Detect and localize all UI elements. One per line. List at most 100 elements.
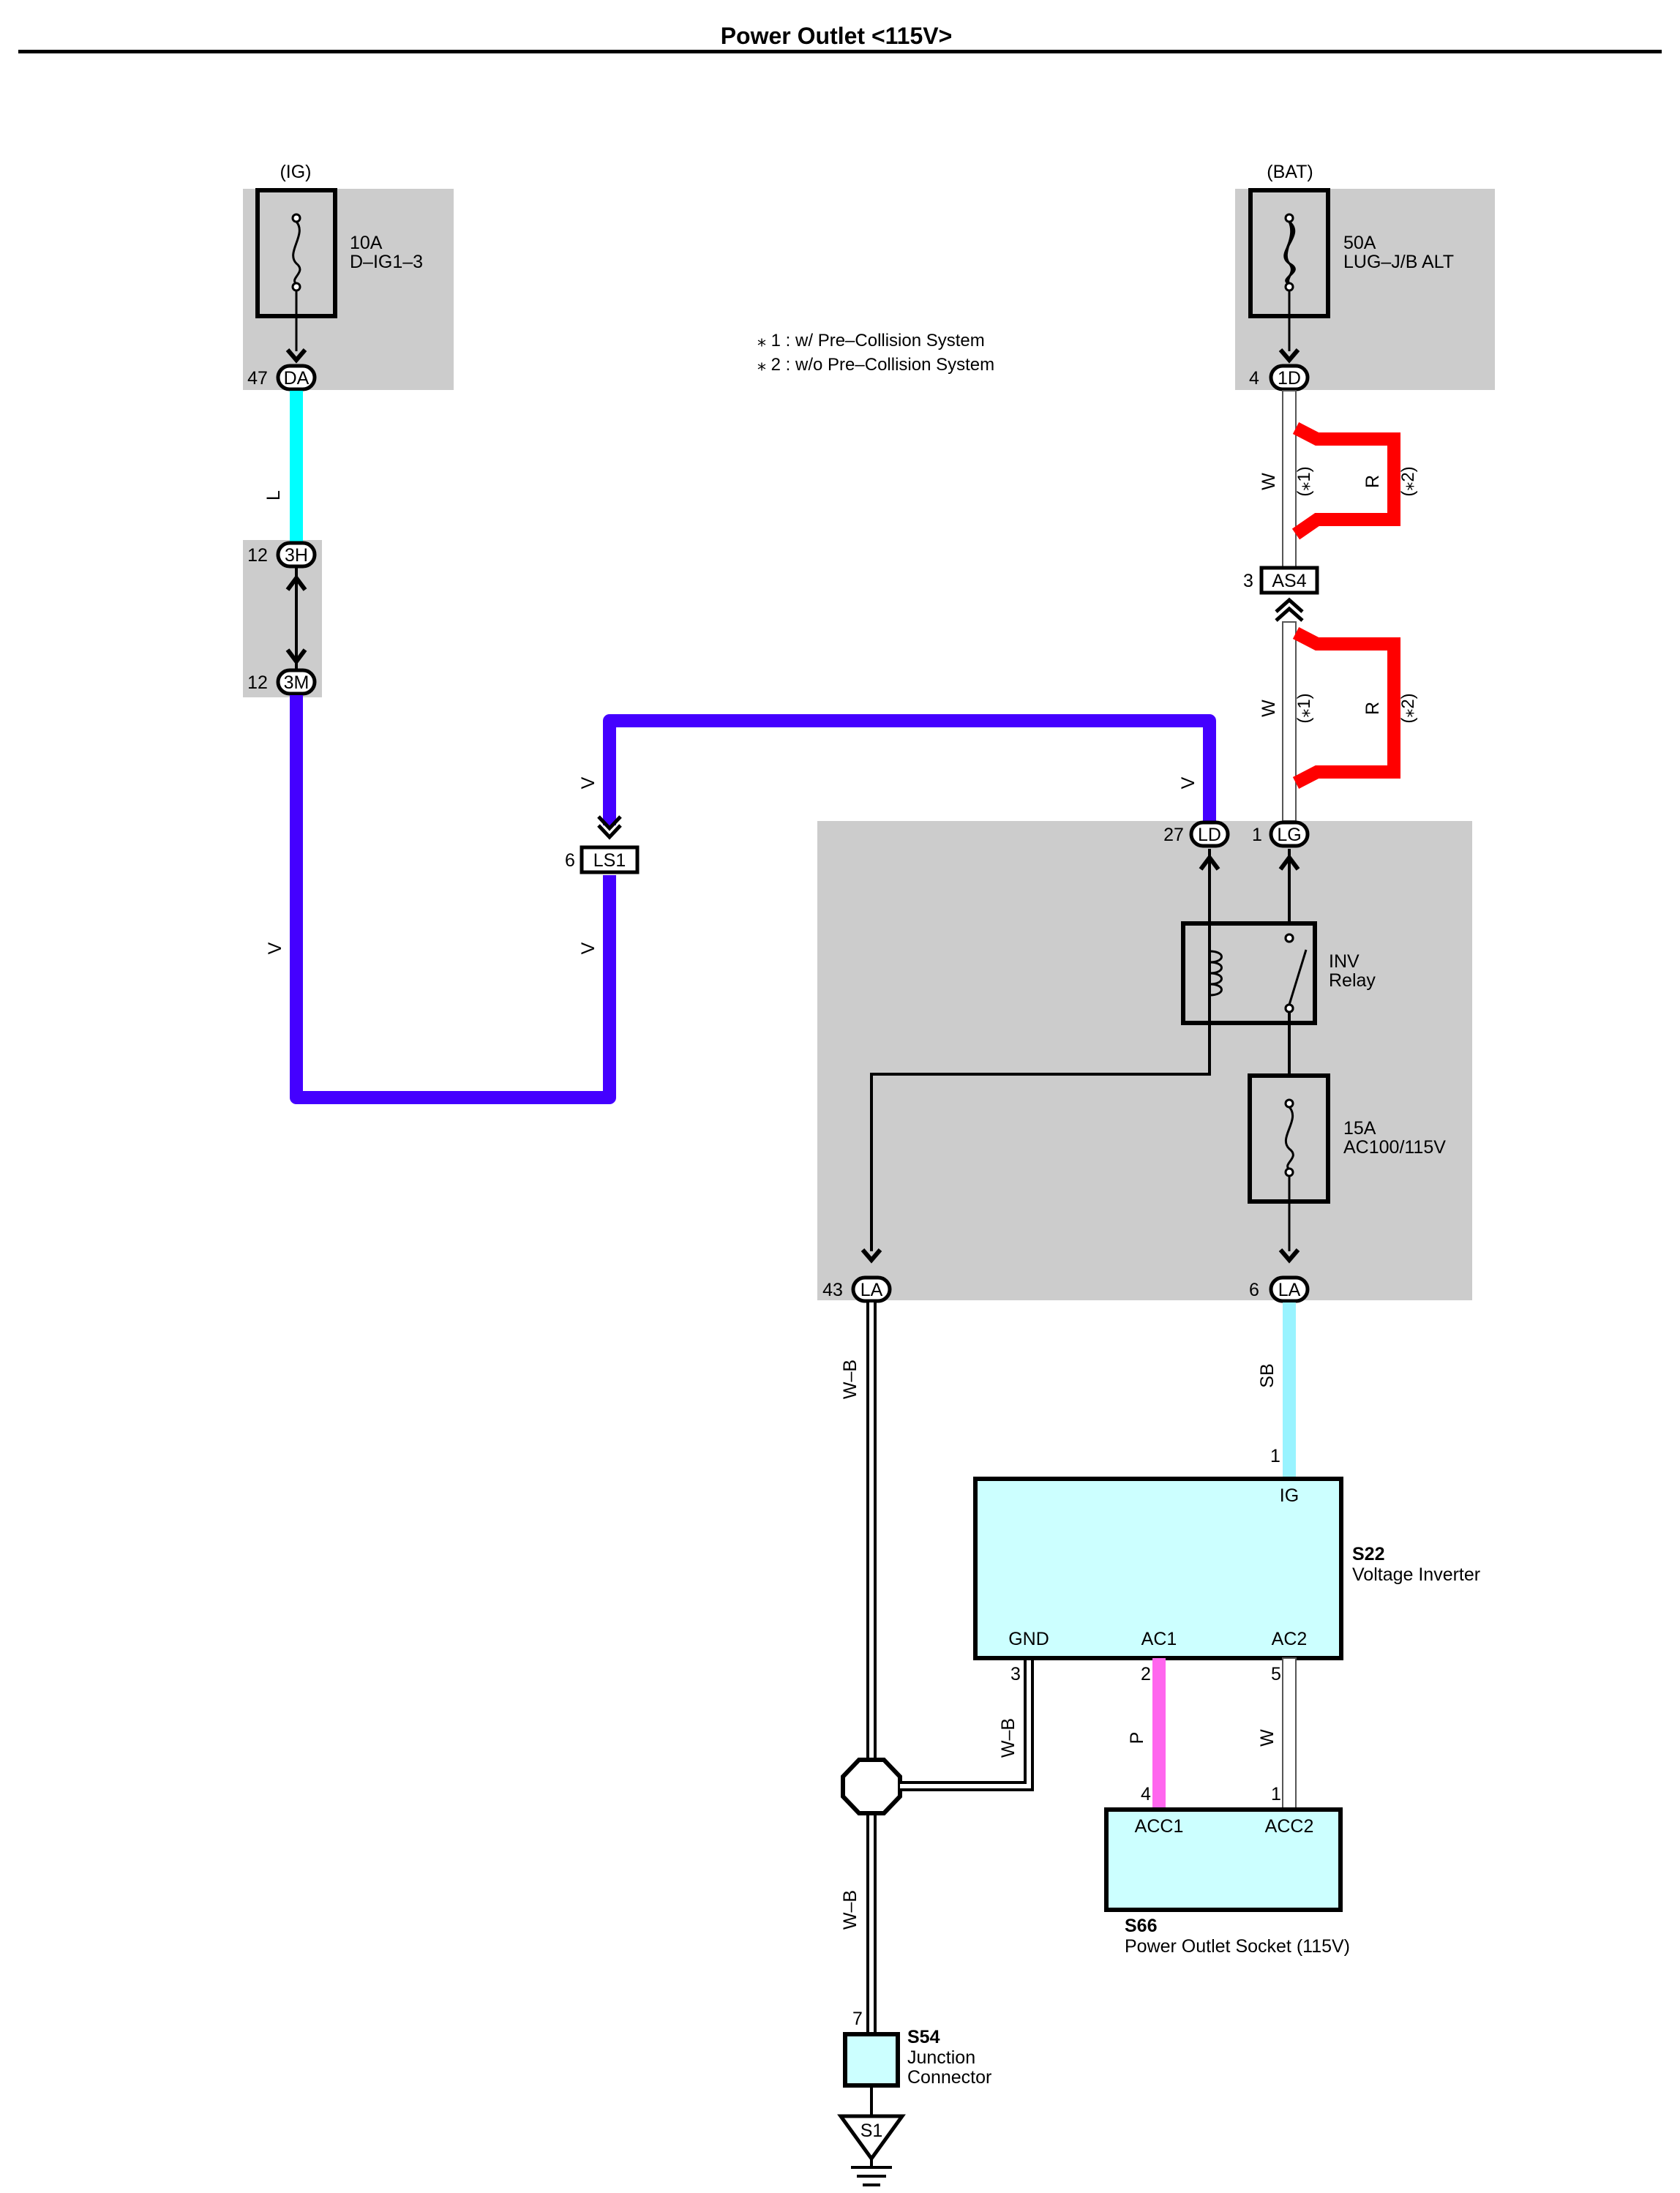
wire-w-acc2 (1282, 1657, 1297, 1812)
svg-text:LG: LG (1277, 825, 1301, 845)
svg-text:3H: 3H (285, 545, 308, 566)
s22-ac2-label: AC2 (1272, 1629, 1308, 1649)
s54-junction-connector (843, 2032, 900, 2088)
bat-source-label: (BAT) (1267, 162, 1313, 182)
svg-text:LS1: LS1 (593, 850, 626, 871)
connector-as4: AS4 3 (1243, 566, 1319, 622)
connector-ld-pin: 27 (1163, 825, 1184, 845)
arrow-up-3h (285, 574, 307, 591)
connector-la-43-pin: 43 (822, 1280, 843, 1300)
s22-gnd-label: GND (1008, 1629, 1049, 1649)
note-1: ⁎ 1 : w/ Pre–Collision System (757, 331, 985, 350)
s22-name: Voltage Inverter (1352, 1564, 1480, 1585)
wire-v-upper (603, 714, 1216, 825)
fuse-10a-amp: 10A (350, 233, 383, 253)
wire-r-label-2: R (1362, 702, 1383, 715)
connector-lg: LG 1 (1252, 820, 1310, 871)
fuse-50a-name: LUG–J/B ALT (1343, 252, 1454, 272)
ig-fuse-area (243, 189, 454, 390)
s54-label-1: Junction (907, 2047, 975, 2068)
connector-la-6-pin: 6 (1249, 1280, 1259, 1300)
svg-text:AS4: AS4 (1272, 571, 1306, 591)
fuse-10a-symbol (291, 213, 301, 351)
s22-ac2-pin: 5 (1271, 1664, 1281, 1684)
s66-name: Power Outlet Socket (115V) (1125, 1936, 1350, 1957)
connector-ld: LD 27 (1163, 820, 1230, 871)
wire-v-label-4: V (1178, 776, 1199, 789)
connector-lg-pin: 1 (1252, 825, 1262, 845)
fuse-15a-name: AC100/115V (1343, 1137, 1446, 1158)
wire-star2-label-2: (⁎2) (1398, 693, 1418, 723)
splice-point (841, 1758, 902, 1815)
relay-label-1: INV (1329, 951, 1360, 972)
svg-text:LA: LA (1278, 1280, 1301, 1300)
connector-ls1: LS1 6 (565, 815, 640, 874)
connector-ls1-pin: 6 (565, 850, 575, 871)
s22-ig-label: IG (1280, 1485, 1299, 1506)
connector-da-pin: 47 (247, 368, 268, 389)
wire-v-label-2: V (578, 942, 599, 954)
wire-star2-label-1: (⁎2) (1398, 466, 1418, 496)
connector-3m-pin: 12 (247, 672, 268, 693)
s22-ac1-label: AC1 (1141, 1629, 1177, 1649)
wire-w-label-1: W (1259, 473, 1279, 490)
wire-relay-ground (870, 1023, 1211, 1251)
s22-code: S22 (1352, 1544, 1384, 1564)
wire-star1-label-1: (⁎1) (1294, 466, 1314, 496)
svg-text:LD: LD (1198, 825, 1221, 845)
s22-gnd-pin: 3 (1010, 1664, 1021, 1684)
s22-ig-pin: 1 (1270, 1446, 1280, 1466)
s66-acc1-pin: 4 (1141, 1784, 1151, 1804)
s54-code: S54 (907, 2027, 940, 2047)
fuse-50a-symbol (1283, 213, 1296, 351)
wire-wb-gnd (900, 1654, 1034, 1791)
wire-r-label-1: R (1362, 475, 1383, 488)
s54-pin: 7 (852, 2009, 863, 2029)
wire-wb-label-1: W–B (840, 1360, 860, 1399)
wire-w-label-3: W (1257, 1729, 1278, 1747)
connector-1d-pin: 4 (1249, 368, 1259, 389)
page-title: Power Outlet <115V> (721, 23, 953, 49)
s66-code: S66 (1125, 1916, 1157, 1936)
wire-l-label: L (263, 490, 284, 501)
s66-power-outlet-socket (1104, 1807, 1343, 1912)
wire-star1-label-2: (⁎1) (1294, 693, 1314, 723)
connector-la-43: LA 43 (822, 1248, 892, 1303)
wire-wb-label-3: W–B (998, 1718, 1019, 1758)
relay-label-2: Relay (1329, 970, 1376, 991)
ground-icon (851, 2159, 892, 2186)
s66-acc1-label: ACC1 (1135, 1816, 1184, 1837)
connector-1d: 1D 4 (1249, 348, 1310, 391)
wire-w-label-2: W (1259, 700, 1279, 717)
relay-box-outline (1181, 921, 1317, 1025)
connector-as4-pin: 3 (1243, 571, 1253, 591)
ig-source-label: (IG) (280, 162, 311, 182)
s54-label-2: Connector (907, 2067, 991, 2088)
wire-v (290, 695, 616, 1104)
wire-v-label-3: V (578, 776, 599, 789)
fuse-50a-amp: 50A (1343, 233, 1376, 253)
s66-acc2-label: ACC2 (1265, 1816, 1314, 1837)
fuse-10a-name: D–IG1–3 (350, 252, 423, 272)
svg-text:DA: DA (284, 368, 310, 389)
bat-fuse-area (1235, 189, 1495, 390)
connector-3h-pin: 12 (247, 545, 268, 566)
s22-ac1-pin: 2 (1141, 1664, 1151, 1684)
connector-da: DA 47 (247, 348, 317, 391)
s66-acc2-pin: 1 (1271, 1784, 1281, 1804)
relay-block-area (817, 821, 1472, 1300)
connector-3h: 3H 12 (247, 541, 317, 569)
wire-r-upper (1291, 422, 1400, 540)
wire-r-lower (1292, 627, 1400, 789)
wire-v-label-1: V (265, 942, 285, 954)
arrow-down-3m (285, 648, 307, 665)
wire-sb-label: SB (1257, 1363, 1278, 1387)
connector-la-6: LA 6 (1249, 1248, 1310, 1303)
wire-wb-label-2: W–B (840, 1890, 860, 1930)
connector-3m: 3M 12 (247, 668, 317, 696)
fuse-15a-symbol (1284, 1098, 1294, 1251)
svg-text:LA: LA (860, 1280, 883, 1300)
ground-triangle (837, 2114, 906, 2162)
fuse-15a-amp: 15A (1343, 1118, 1376, 1139)
